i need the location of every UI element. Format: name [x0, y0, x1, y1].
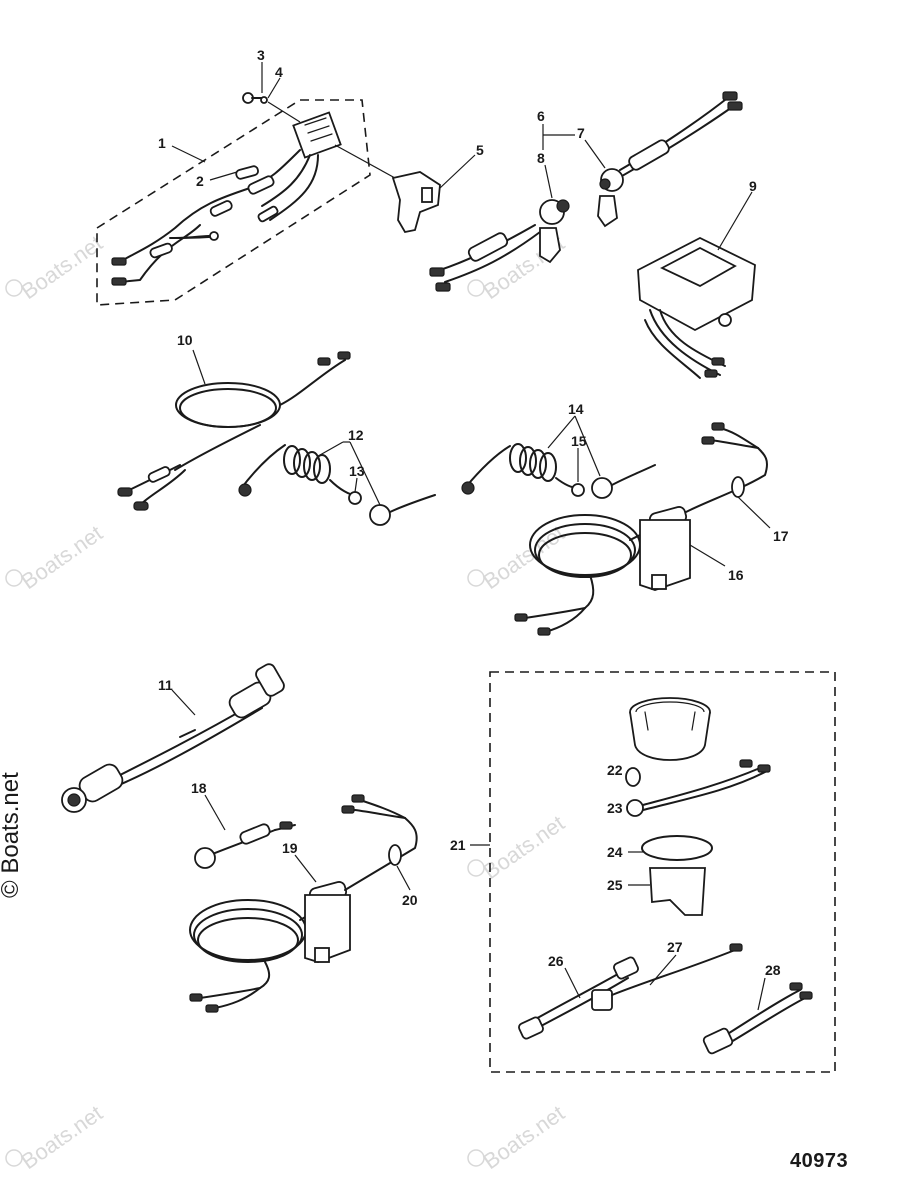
watermark: Boats.net — [479, 520, 569, 594]
part-1-harness-assembly — [96, 99, 371, 306]
callout-13: 13 — [349, 463, 365, 479]
callout-labels: 1 2 3 4 5 6 7 8 9 10 11 12 13 14 15 16 1… — [158, 47, 789, 978]
part-16-17-cable — [514, 422, 768, 636]
part-18-harness — [194, 821, 296, 869]
side-watermark-text: © Boats.net — [0, 772, 24, 898]
callout-24: 24 — [607, 844, 623, 860]
callout-8: 8 — [537, 150, 545, 166]
callout-1: 1 — [158, 135, 166, 151]
watermark: Boats.net — [17, 1100, 107, 1174]
callout-19: 19 — [282, 840, 298, 856]
callout-3: 3 — [257, 47, 265, 63]
callout-9: 9 — [749, 178, 757, 194]
callout-26: 26 — [548, 953, 564, 969]
callout-17: 17 — [773, 528, 789, 544]
part-3-4-screw-washer — [242, 92, 301, 123]
callout-10: 10 — [177, 332, 193, 348]
callout-7: 7 — [577, 125, 585, 141]
watermark: Boats.net — [17, 520, 107, 594]
watermark: Boats.net — [479, 810, 569, 884]
part-19-20-cable — [189, 794, 418, 1013]
part-11-cable — [61, 663, 285, 813]
figure-number: 40973 — [790, 1150, 849, 1172]
side-watermark: © Boats.net — [0, 772, 24, 898]
part-10-harness — [117, 351, 351, 511]
part-9-module — [637, 236, 756, 379]
callout-6: 6 — [537, 108, 545, 124]
callout-2: 2 — [196, 173, 204, 189]
callout-25: 25 — [607, 877, 623, 893]
watermark: Boats.net — [17, 230, 107, 304]
callout-22: 22 — [607, 762, 623, 778]
part-12-13-lanyard-switch — [238, 444, 436, 526]
callout-18: 18 — [191, 780, 207, 796]
part-14-15-lanyard-switch — [461, 443, 656, 499]
watermark-group: Boats.net Boats.net Boats.net Boats.net … — [5, 230, 569, 1174]
callout-28: 28 — [765, 962, 781, 978]
callout-16: 16 — [728, 567, 744, 583]
callout-11: 11 — [158, 677, 173, 693]
callout-23: 23 — [607, 800, 623, 816]
part-21-gauge-kit — [489, 671, 836, 1073]
part-6-7-8-switch — [429, 91, 743, 292]
callout-21: 21 — [450, 837, 466, 853]
callout-27: 27 — [667, 939, 683, 955]
callout-15: 15 — [571, 433, 587, 449]
callout-12: 12 — [348, 427, 364, 443]
callout-5: 5 — [476, 142, 484, 158]
part-5-bracket — [334, 144, 441, 234]
callout-4: 4 — [275, 64, 283, 80]
leader-lines — [171, 62, 771, 1011]
callout-14: 14 — [568, 401, 584, 417]
callout-20: 20 — [402, 892, 418, 908]
watermark: Boats.net — [479, 1100, 569, 1174]
